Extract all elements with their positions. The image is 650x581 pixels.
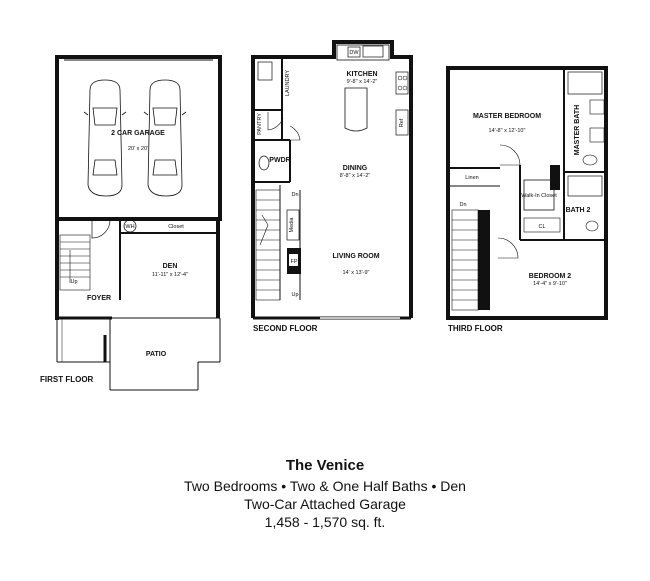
den-dims: 11'-11" x 12'-4" <box>152 272 188 278</box>
closet-label: Closet <box>168 224 184 230</box>
plan-garage: Two-Car Attached Garage <box>244 496 406 512</box>
linen-label: Linen <box>465 175 478 181</box>
stairs-icon <box>451 209 479 311</box>
stairs-down-label: Dn <box>459 202 466 208</box>
bathtub-icon <box>567 175 603 197</box>
third-floor-plan <box>446 66 608 320</box>
plan-title: The Venice <box>285 457 365 474</box>
closet-label: CL <box>538 224 545 230</box>
second-floor-label: SECOND FLOOR <box>253 324 318 333</box>
dining-dims: 8'-8" x 14'-2" <box>340 173 371 179</box>
dining-label: DINING <box>343 165 368 172</box>
powder-room-label: PWDR <box>269 157 290 164</box>
living-room-dims: 14' x 13'-9" <box>343 270 370 276</box>
stairs-up-label: Up <box>291 292 298 298</box>
third-floor-walls <box>446 66 608 320</box>
bathtub-icon <box>567 71 603 95</box>
patio-label: PATIO <box>146 351 167 358</box>
kitchen-label: KITCHEN <box>346 71 377 78</box>
walk-in-closet <box>523 179 555 211</box>
refrigerator-label: Ref <box>399 118 405 127</box>
plan-summary: Two Bedrooms • Two & One Half Baths • De… <box>184 478 466 494</box>
toilet-icon <box>258 155 270 171</box>
walk-in-closet-label: Walk-In Closet <box>521 193 557 199</box>
refrigerator-icon <box>395 109 409 136</box>
master-bedroom-label: MASTER BEDROOM <box>473 113 541 120</box>
sink-icon <box>362 45 384 58</box>
master-bedroom-dims: 14'-8" x 12'-10" <box>489 128 526 134</box>
media-niche <box>286 209 300 241</box>
bedroom-2-dims: 14'-4" x 9'-10" <box>533 281 567 287</box>
media-label: Media <box>289 217 295 233</box>
stairs-down-label: Dn <box>291 192 298 198</box>
garage-label: 2 CAR GARAGE <box>111 130 165 137</box>
car-icon <box>143 79 187 197</box>
washer-icon <box>257 61 273 81</box>
garage-walls <box>55 55 222 221</box>
kitchen-dims: 9'-8" x 14'-2" <box>347 79 378 85</box>
foyer-label: FOYER <box>87 295 111 302</box>
third-floor-label: THIRD FLOOR <box>448 324 503 333</box>
toilet-icon <box>585 220 599 232</box>
living-room-label: LIVING ROOM <box>332 253 379 260</box>
kitchen-island <box>344 87 368 132</box>
fireplace-label: FP <box>290 259 297 265</box>
closet-icon <box>523 217 561 233</box>
stairs-up-label: Up <box>70 279 77 285</box>
garage-dims: 20' x 20' <box>128 146 148 152</box>
dishwasher-label: DW <box>349 50 359 56</box>
water-heater-label: WH <box>125 224 134 230</box>
sink-icon <box>589 127 605 143</box>
den-label: DEN <box>163 263 178 270</box>
first-floor-plan <box>55 55 222 391</box>
water-heater-icon <box>123 219 137 233</box>
master-bath-label: MASTER BATH <box>574 105 581 155</box>
dishwasher-icon <box>347 46 361 58</box>
car-icon <box>83 79 127 197</box>
pantry-label: PANTRY <box>257 113 263 135</box>
stairs-icon <box>255 189 281 301</box>
first-floor-label: FIRST FLOOR <box>40 375 94 384</box>
plan-square-footage: 1,458 - 1,570 sq. ft. <box>264 514 386 530</box>
sink-icon <box>589 99 605 115</box>
kitchen-counter <box>336 44 390 61</box>
bedroom-2-label: BEDROOM 2 <box>529 273 572 280</box>
second-floor-plan <box>251 40 413 320</box>
laundry-label: LAUNDRY <box>285 70 291 97</box>
bath-2-label: BATH 2 <box>566 207 591 214</box>
toilet-icon <box>582 154 598 166</box>
range-icon <box>395 71 409 95</box>
stairs-icon <box>59 234 91 291</box>
